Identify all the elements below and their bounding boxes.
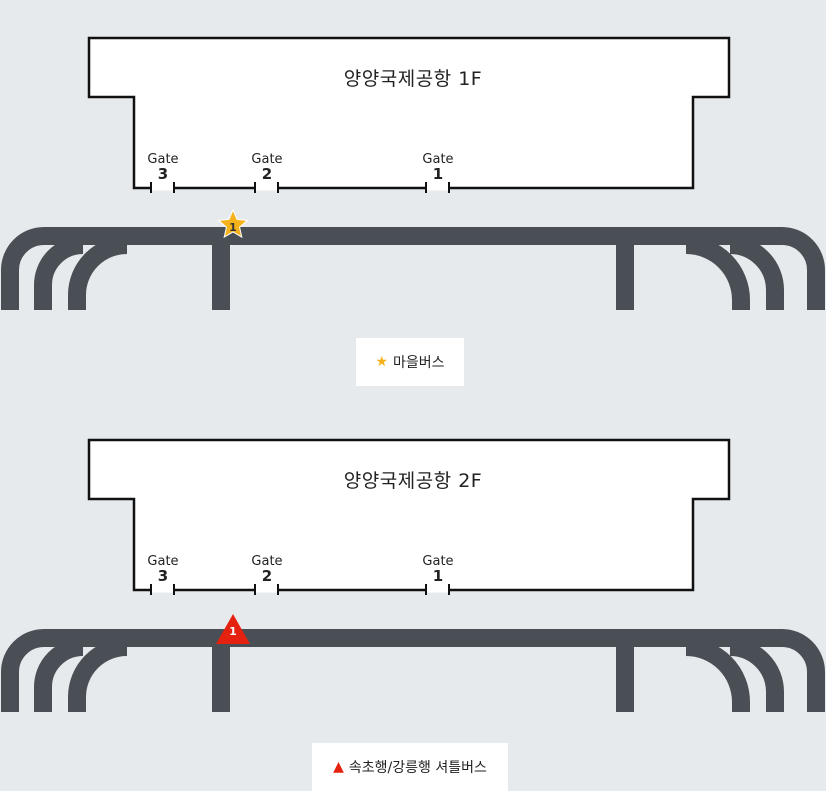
- gate-ticks: [150, 584, 450, 595]
- road-network: [1, 629, 825, 712]
- gate-number: 1: [432, 566, 444, 585]
- terminal-building: [87, 438, 731, 592]
- gate-1: Gate 1: [413, 153, 463, 182]
- gate-label: Gate: [251, 152, 283, 167]
- gate-3: Gate 3: [138, 555, 188, 584]
- gate-label: Gate: [147, 152, 179, 167]
- gate-label: Gate: [422, 554, 454, 569]
- gate-3: Gate 3: [138, 153, 188, 182]
- star-icon[interactable]: [217, 208, 249, 239]
- gate-2: Gate 2: [242, 153, 292, 182]
- floor-1f-map: 양양국제공항 1F Gate 3 Gate 2 Gate 1 1 ★ 마을버스: [0, 0, 826, 386]
- gate-number: 2: [261, 164, 273, 183]
- gate-ticks: [150, 182, 450, 193]
- terminal-building: [87, 36, 731, 190]
- legend-shuttle-bus: ▲ 속초행/강릉행 셔틀버스: [312, 743, 508, 791]
- floor-1f-svg: [1, 36, 825, 310]
- star-icon: ★: [375, 354, 389, 370]
- gate-number: 2: [261, 566, 273, 585]
- shuttle-stop-number: 1: [229, 625, 237, 638]
- gate-label: Gate: [251, 554, 283, 569]
- gate-2: Gate 2: [242, 555, 292, 584]
- legend-village-bus: ★ 마을버스: [356, 338, 464, 386]
- triangle-icon: ▲: [333, 759, 344, 775]
- gate-number: 3: [157, 566, 169, 585]
- floor-2f-map: 양양국제공항 2F Gate 3 Gate 2 Gate 1 1 ▲ 속초행/강…: [0, 402, 826, 791]
- road-network: [1, 227, 825, 310]
- gate-label: Gate: [147, 554, 179, 569]
- bus-stop-number: 1: [229, 221, 237, 234]
- legend-label: 마을버스: [393, 355, 445, 371]
- floor-2f-svg: [1, 438, 825, 712]
- gate-label: Gate: [422, 152, 454, 167]
- floor-title: 양양국제공항 2F: [343, 470, 483, 492]
- floor-title: 양양국제공항 1F: [343, 68, 483, 90]
- gate-number: 1: [432, 164, 444, 183]
- triangle-icon[interactable]: [216, 614, 250, 644]
- gate-1: Gate 1: [413, 555, 463, 584]
- gate-number: 3: [157, 164, 169, 183]
- legend-label: 속초행/강릉행 셔틀버스: [348, 760, 487, 776]
